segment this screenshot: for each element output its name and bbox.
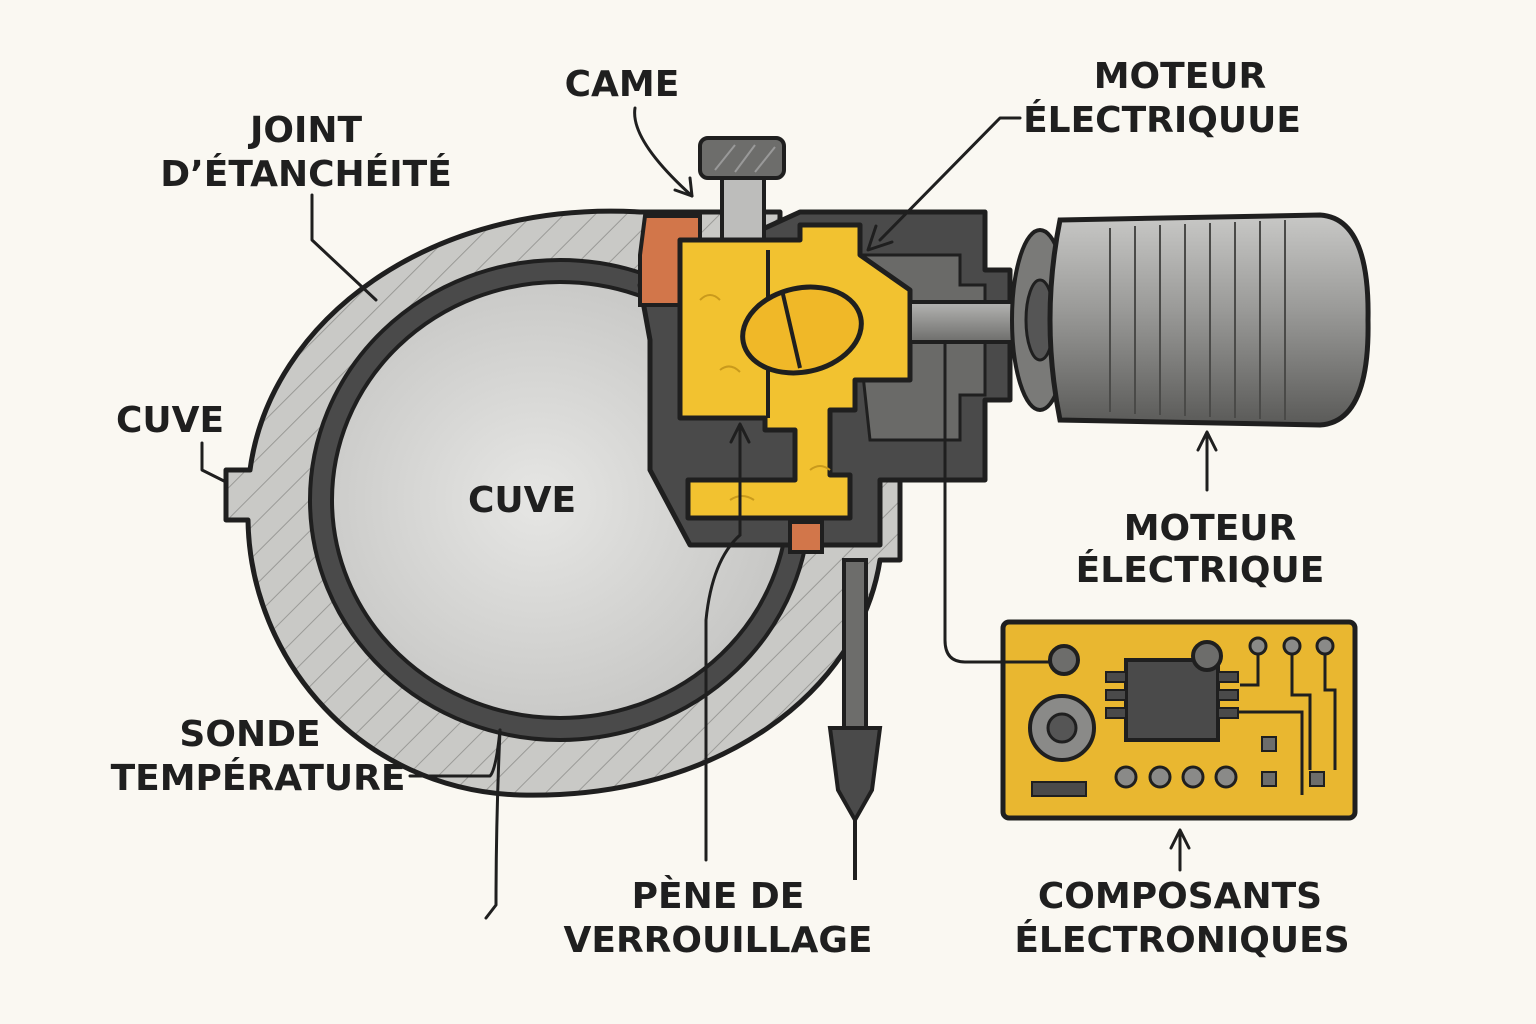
probe-wire (943, 340, 1050, 664)
label-sonde-line1: SONDE (179, 714, 320, 755)
label-composants-line1: COMPOSANTS (1038, 876, 1322, 917)
sonde-tail (484, 728, 502, 920)
label-moteur-top-line1: MOTEUR (1094, 56, 1267, 97)
came-arrow-head (673, 176, 694, 198)
label-cuve-inner: CUVE (468, 480, 576, 521)
callout-lines (200, 106, 1218, 920)
pene-leader (704, 533, 742, 862)
cuve-leader (200, 441, 228, 484)
label-cuve-outer: CUVE (116, 400, 224, 441)
moteur-bottom-arrow-head (1196, 430, 1218, 452)
label-pene-line1: PÈNE DE (632, 875, 805, 917)
label-moteur-bottom-line1: MOTEUR (1124, 508, 1297, 549)
label-joint-line2: D’ÉTANCHÉITÉ (160, 153, 452, 195)
label-composants-line2: ÉLECTRONIQUES (1014, 919, 1349, 961)
label-moteur-bottom-line2: ÉLECTRIQUE (1076, 549, 1325, 591)
label-moteur-top-line2: ÉLECTRIQUUE (1023, 99, 1301, 141)
joint-leader (310, 193, 378, 302)
composants-arrow-head (1169, 828, 1191, 850)
temperature-probe (827, 558, 883, 880)
electronic-components-board (1000, 619, 1358, 821)
label-sonde-line2: TEMPÉRATURE (111, 757, 406, 799)
label-joint-line1: JOINT (247, 110, 363, 151)
moteur-top-arrow-head (866, 224, 894, 252)
label-came: CAME (565, 64, 680, 105)
came-leader (633, 106, 694, 198)
moteur-top-leader (878, 116, 1022, 242)
cam (740, 284, 864, 376)
label-pene-line2: VERROUILLAGE (563, 920, 872, 961)
electric-motor (908, 212, 1371, 428)
cam-bolt (698, 136, 786, 246)
pene-arrow-head (729, 422, 751, 444)
